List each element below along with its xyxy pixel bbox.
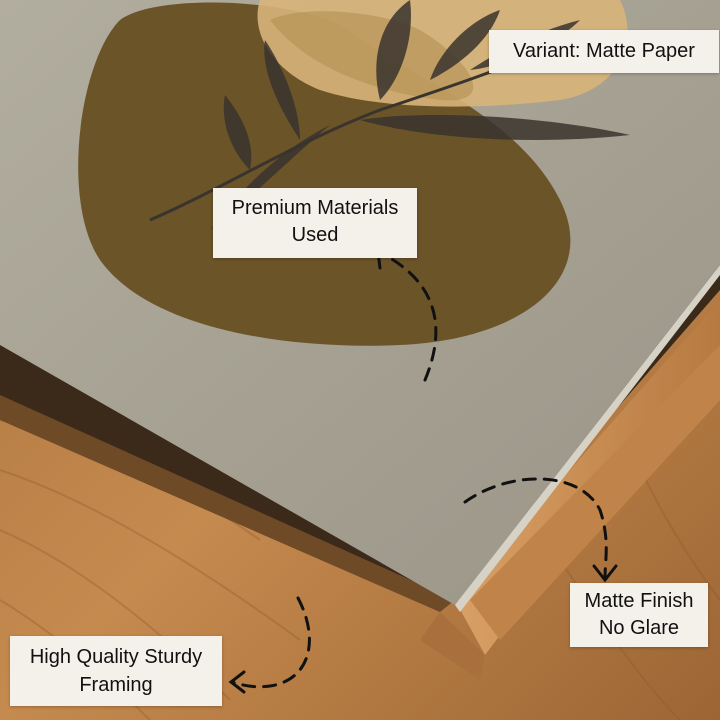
premium-materials-label: Premium Materials Used xyxy=(213,188,417,258)
frame-back-wall xyxy=(0,395,455,612)
artwork-dark-blob xyxy=(78,2,571,346)
frame-inner-wall xyxy=(470,345,720,640)
poster-edge xyxy=(455,265,720,612)
arrow-framing xyxy=(230,596,311,689)
arrow-matte xyxy=(463,477,608,580)
arrowhead-framing xyxy=(228,670,246,694)
frame-front-rail xyxy=(420,612,485,680)
matte-finish-label: Matte Finish No Glare xyxy=(570,583,708,647)
matte-label-line-2: No Glare xyxy=(598,617,680,639)
arrowhead-matte xyxy=(592,564,618,583)
framing-label-line-1: High Quality Sturdy xyxy=(29,646,203,668)
framing-label-line-2: Framing xyxy=(79,674,153,696)
arrow-premium xyxy=(383,253,438,382)
premium-label-line-1: Premium Materials xyxy=(231,197,399,219)
variant-label-text: Variant: Matte Paper xyxy=(513,40,695,62)
variant-label: Variant: Matte Paper xyxy=(489,30,719,73)
artwork-light-overlap xyxy=(270,11,474,101)
premium-label-line-2: Used xyxy=(291,224,339,246)
matte-label-line-1: Matte Finish xyxy=(584,590,694,612)
framing-label: High Quality Sturdy Framing xyxy=(10,636,222,706)
